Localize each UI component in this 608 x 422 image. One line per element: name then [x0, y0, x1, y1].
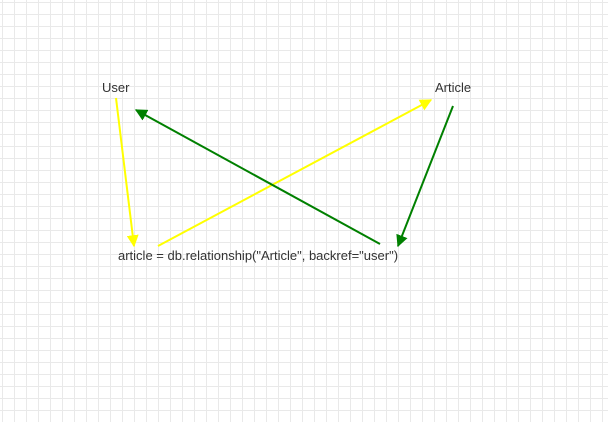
arrow-backref-to-user	[134, 109, 381, 245]
node-user-label: User	[102, 80, 130, 95]
node-code-label: article = db.relationship("Article", bac…	[118, 248, 399, 263]
arrow-user-to-code	[115, 97, 139, 248]
arrow-article-to-backref	[396, 105, 454, 248]
arrow-code-to-article	[157, 99, 433, 247]
node-article-label: Article	[435, 80, 472, 95]
